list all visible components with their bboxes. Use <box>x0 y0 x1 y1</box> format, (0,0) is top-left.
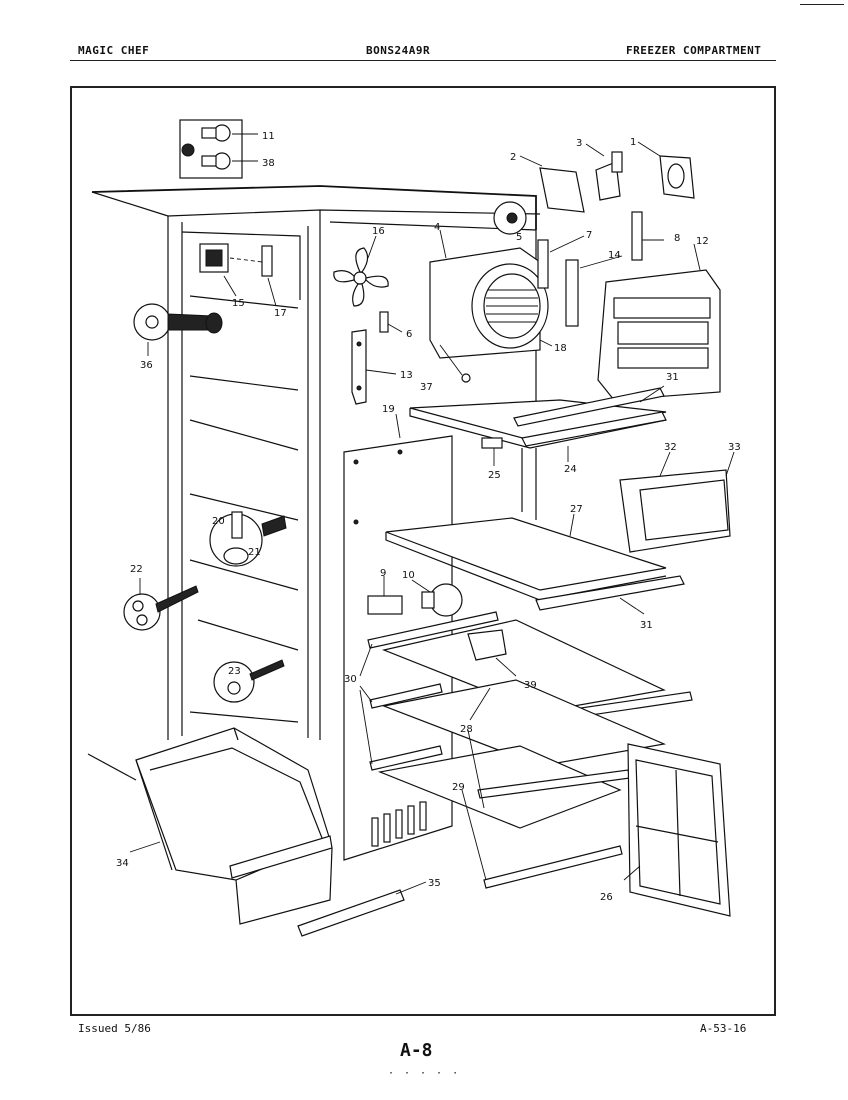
callout-15: 15 <box>232 298 245 309</box>
callout-28: 28 <box>460 724 473 735</box>
header-rule <box>70 60 776 61</box>
callout-35: 35 <box>428 878 441 889</box>
callout-9: 9 <box>380 568 386 579</box>
footer-dots: ····· <box>388 1068 469 1079</box>
callout-39: 39 <box>524 680 537 691</box>
callout-26: 26 <box>600 892 613 903</box>
callout-31-lower: 31 <box>640 620 653 631</box>
callout-14: 14 <box>608 250 621 261</box>
part-knob <box>133 303 223 341</box>
part-door-bin <box>87 727 333 925</box>
callout-31-upper: 31 <box>666 372 679 383</box>
part-thermostat <box>199 243 277 307</box>
callout-18: 18 <box>554 343 567 354</box>
header-model: BONS24A9R <box>366 44 431 57</box>
callout-23: 23 <box>228 666 241 677</box>
part-middle-shelf <box>385 517 685 611</box>
inset-box <box>179 119 258 179</box>
part-light-socket <box>367 583 463 617</box>
part-fan-housing <box>429 247 549 383</box>
part-top-clips <box>493 151 695 235</box>
callout-11: 11 <box>262 131 275 142</box>
callout-29: 29 <box>452 782 465 793</box>
callout-13: 13 <box>400 370 413 381</box>
header-section: FREEZER COMPARTMENT <box>626 44 762 57</box>
callout-30: 30 <box>344 674 357 685</box>
part-control-housing <box>597 269 721 401</box>
callout-labels: 11 38 1 2 3 4 5 6 7 8 9 10 12 13 14 15 1… <box>116 131 741 903</box>
callout-6: 6 <box>406 329 412 340</box>
corner-mark <box>800 4 844 5</box>
part-trim-strip <box>297 889 405 937</box>
callout-2: 2 <box>510 152 516 163</box>
callout-32: 32 <box>664 442 677 453</box>
callout-20: 20 <box>212 516 225 527</box>
callout-19: 19 <box>382 404 395 415</box>
callout-7: 7 <box>586 230 592 241</box>
part-bracket-13 <box>351 329 397 405</box>
callout-24: 24 <box>564 464 577 475</box>
part-drawer <box>619 469 731 553</box>
callout-25: 25 <box>488 470 501 481</box>
part-magnifier-circles <box>123 511 287 703</box>
footer-issued: Issued 5/86 <box>78 1022 151 1035</box>
callout-21: 21 <box>248 547 261 558</box>
callout-37: 37 <box>420 382 433 393</box>
callout-16: 16 <box>372 226 385 237</box>
page-number: A-8 <box>400 1040 433 1061</box>
callout-22: 22 <box>130 564 143 575</box>
header-brand: MAGIC CHEF <box>78 44 150 57</box>
part-fan-blade <box>333 247 389 307</box>
callout-leaders <box>129 141 735 895</box>
callout-34: 34 <box>116 858 129 869</box>
part-clip-6 <box>379 311 403 333</box>
callout-1: 1 <box>630 137 636 148</box>
callout-33: 33 <box>728 442 741 453</box>
part-cover-panel <box>627 743 731 917</box>
callout-27: 27 <box>570 504 583 515</box>
part-liner-panel <box>343 435 453 861</box>
part-upper-shelf <box>409 387 667 449</box>
callout-17: 17 <box>274 308 287 319</box>
cabinet-outline <box>91 185 541 740</box>
callout-36: 36 <box>140 360 153 371</box>
callout-5: 5 <box>516 232 522 243</box>
callout-8: 8 <box>674 233 680 244</box>
part-strips <box>537 211 643 327</box>
part-shelf-rails <box>367 611 499 771</box>
footer-doc-code: A-53-16 <box>700 1022 747 1035</box>
callout-3: 3 <box>576 138 582 149</box>
part-glass-shelves <box>377 619 693 889</box>
callout-4: 4 <box>434 222 440 233</box>
callout-38: 38 <box>262 158 275 169</box>
callout-12: 12 <box>696 236 709 247</box>
diagram-frame <box>70 86 776 1016</box>
callout-10: 10 <box>402 570 415 581</box>
